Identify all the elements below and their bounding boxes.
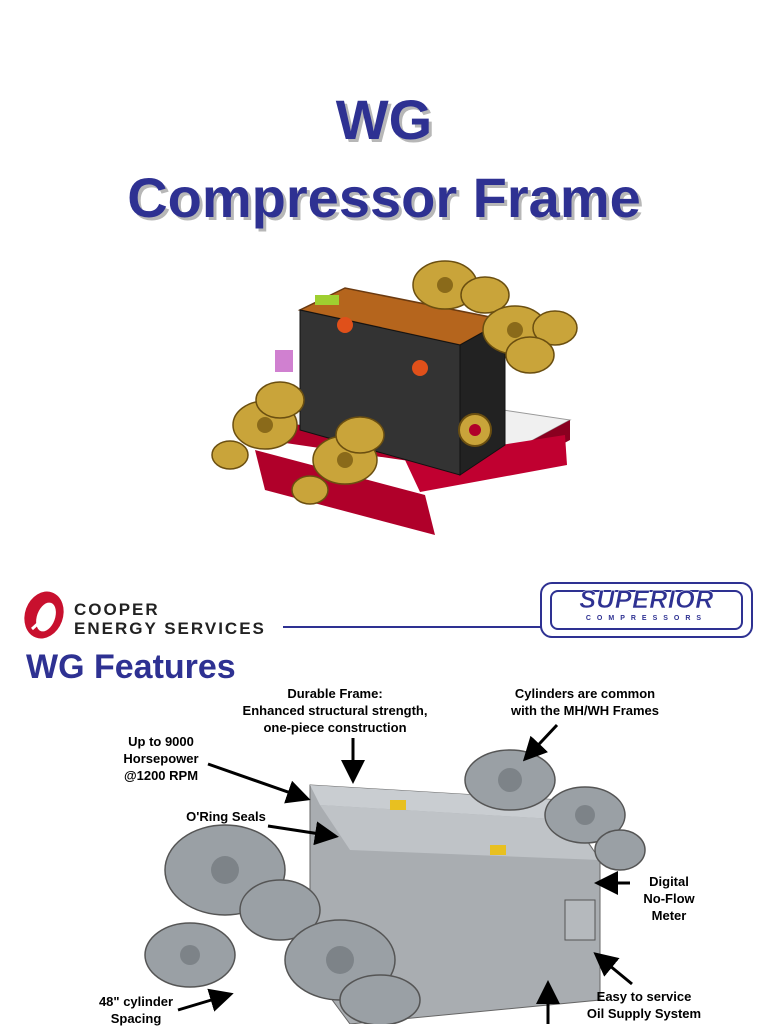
callout-durable-frame: Durable Frame: Enhanced structural stren… (242, 686, 428, 735)
callout-cylinder-spacing: 48" cylinder Spacing (98, 994, 174, 1026)
superior-logo-sub: COMPRESSORS (585, 615, 708, 622)
callout-oring-seals: O'Ring Seals (186, 809, 266, 824)
superior-logo-name: SUPERIOR (579, 586, 714, 614)
callout-digital-meter: Digital No-Flow Meter (643, 874, 695, 923)
cooper-wordmark-line1: COOPER (74, 600, 160, 619)
callout-cylinders: Cylinders are common with the MH/WH Fram… (510, 686, 660, 718)
superior-logo: SUPERIOR COMPRESSORS (540, 582, 753, 638)
compressor-frame-render (211, 260, 578, 535)
superior-logo-frame (550, 590, 743, 630)
compressor-photo (144, 749, 646, 1024)
features-title: WG Features (26, 648, 236, 686)
slide-title-line2: Compressor Frame (127, 166, 641, 229)
cooper-wordmark-line2: ENERGY SERVICES (74, 619, 266, 638)
callout-oil-supply: Easy to service Oil Supply System (586, 989, 702, 1021)
header-divider (283, 626, 541, 628)
callout-horsepower: Up to 9000 Horsepower @1200 RPM (123, 734, 199, 783)
slide-title-line1: WG (335, 88, 433, 151)
cooper-logo-icon (24, 591, 64, 639)
